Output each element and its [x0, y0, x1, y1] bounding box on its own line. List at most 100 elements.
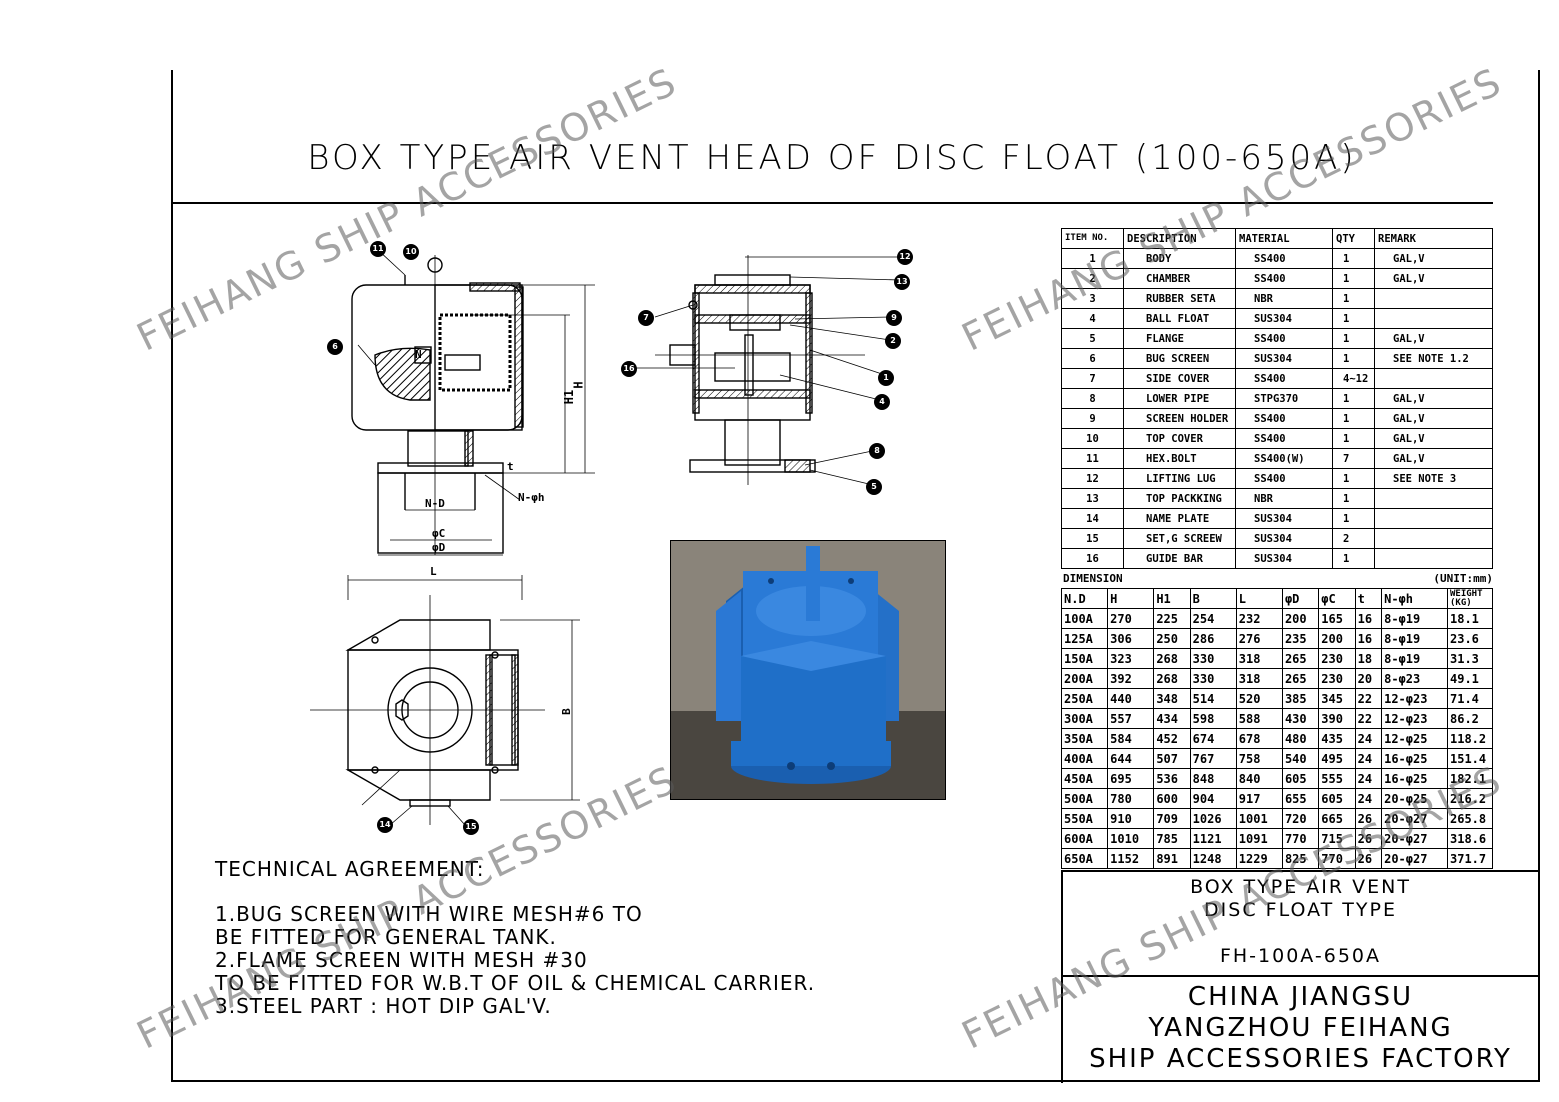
dimension-cell: 891 — [1153, 848, 1191, 869]
parts-cell-qty: 4~12 — [1332, 368, 1375, 389]
technical-line: 1.BUG SCREEN WITH WIRE MESH#6 TO — [215, 902, 643, 926]
parts-cell-remark — [1374, 508, 1493, 529]
parts-cell-remark: GAL,V — [1374, 328, 1493, 349]
item-balloon: 10 — [403, 244, 419, 260]
dimension-cell: 24 — [1354, 728, 1383, 749]
dimension-cell: 385 — [1281, 688, 1320, 709]
dimension-header-cell: H1 — [1153, 588, 1191, 609]
parts-cell-description: SIDE COVER — [1123, 368, 1236, 389]
dimension-cell: 480 — [1281, 728, 1320, 749]
technical-line: TO BE FITTED FOR W.B.T OF OIL & CHEMICAL… — [215, 971, 816, 995]
dim-label-c: φC — [432, 527, 446, 540]
parts-cell-remark — [1374, 288, 1493, 309]
dimension-header-cell: N-φh — [1381, 588, 1448, 609]
dimension-cell: 536 — [1153, 768, 1191, 789]
parts-cell-remark — [1374, 528, 1493, 549]
parts-cell-qty: 1 — [1332, 508, 1375, 529]
technical-line: 2.FLAME SCREEN WITH MESH #30 — [215, 948, 588, 972]
dimension-cell: 785 — [1153, 828, 1191, 849]
dimension-cell: 400A — [1060, 748, 1109, 769]
dimension-cell: 232 — [1235, 608, 1283, 629]
parts-cell-material: SS400 — [1235, 268, 1333, 289]
technical-heading: TECHNICAL AGREEMENT: — [215, 857, 485, 881]
parts-cell-remark — [1374, 368, 1493, 389]
dimension-cell: 26 — [1354, 848, 1383, 869]
dimension-caption: DIMENSION (UNIT:mm) — [1063, 572, 1493, 585]
dimension-cell: 605 — [1318, 788, 1356, 809]
dim-label-nd: N-D — [425, 497, 445, 510]
dimension-cell: 1121 — [1189, 828, 1237, 849]
parts-cell-qty: 1 — [1332, 288, 1375, 309]
item-balloon: 5 — [866, 479, 882, 495]
dimension-cell: 71.4 — [1447, 688, 1493, 709]
dimension-cell: 306 — [1107, 628, 1155, 649]
parts-cell-item: 16 — [1061, 548, 1124, 569]
dimension-cell: 318 — [1235, 668, 1283, 689]
parts-cell-description: SET,G SCREEW — [1123, 528, 1236, 549]
dimension-cell: 268 — [1153, 648, 1191, 669]
dimension-cell: 8-φ19 — [1381, 628, 1448, 649]
dimension-cell: 1010 — [1107, 828, 1155, 849]
parts-cell-description: NAME PLATE — [1123, 508, 1236, 529]
dimension-cell: 840 — [1235, 768, 1283, 789]
item-balloon: 7 — [638, 310, 654, 326]
parts-cell-remark: GAL,V — [1374, 248, 1493, 269]
dim-label-b: B — [559, 708, 573, 715]
top-view — [300, 570, 590, 840]
parts-cell-item: 13 — [1061, 488, 1124, 509]
parts-cell-remark: SEE NOTE 3 — [1374, 468, 1493, 489]
parts-cell-description: FLANGE — [1123, 328, 1236, 349]
parts-cell-material: SUS304 — [1235, 508, 1333, 529]
dimension-cell: 450A — [1060, 768, 1109, 789]
dimension-cell: 230 — [1318, 648, 1356, 669]
dimension-cell: 605 — [1281, 768, 1320, 789]
dimension-cell: 26 — [1354, 828, 1383, 849]
title-block-line1: BOX TYPE AIR VENT — [1190, 876, 1411, 898]
parts-cell-qty: 1 — [1332, 268, 1375, 289]
dimension-cell: 520 — [1235, 688, 1283, 709]
parts-cell-qty: 1 — [1332, 308, 1375, 329]
parts-cell-material: SS400(W) — [1235, 448, 1333, 469]
dimension-cell: 1001 — [1235, 808, 1283, 829]
dimension-cell: 200 — [1318, 628, 1356, 649]
dimension-cell: 348 — [1153, 688, 1191, 709]
dimension-cell: 904 — [1189, 788, 1237, 809]
technical-agreement: TECHNICAL AGREEMENT: 1.BUG SCREEN WITH W… — [215, 858, 815, 1018]
dim-label-t: t — [507, 460, 514, 473]
item-balloon: 16 — [621, 361, 637, 377]
parts-header-qty: QTY — [1332, 228, 1375, 249]
parts-cell-remark: GAL,V — [1374, 428, 1493, 449]
dimension-cell: 550A — [1060, 808, 1109, 829]
front-n-mark: N — [415, 348, 422, 361]
dimension-header-cell: B — [1189, 588, 1237, 609]
dimension-cell: 20-φ27 — [1381, 808, 1448, 829]
dimension-cell: 430 — [1281, 708, 1320, 729]
parts-cell-material: SS400 — [1235, 428, 1333, 449]
dimension-cell: 286 — [1189, 628, 1237, 649]
parts-cell-description: GUIDE BAR — [1123, 548, 1236, 569]
parts-cell-material: NBR — [1235, 488, 1333, 509]
parts-cell-material: STPG370 — [1235, 388, 1333, 409]
dimension-cell: 500A — [1060, 788, 1109, 809]
parts-cell-qty: 1 — [1332, 548, 1375, 569]
dimension-cell: 440 — [1107, 688, 1155, 709]
dimension-cell: 230 — [1318, 668, 1356, 689]
dimension-cell: 1248 — [1189, 848, 1237, 869]
parts-cell-description: LIFTING LUG — [1123, 468, 1236, 489]
dimension-cell: 715 — [1318, 828, 1356, 849]
dimension-cell: 1026 — [1189, 808, 1237, 829]
dimension-header-cell: H — [1107, 588, 1155, 609]
parts-cell-material: SS400 — [1235, 248, 1333, 269]
parts-cell-qty: 7 — [1332, 448, 1375, 469]
